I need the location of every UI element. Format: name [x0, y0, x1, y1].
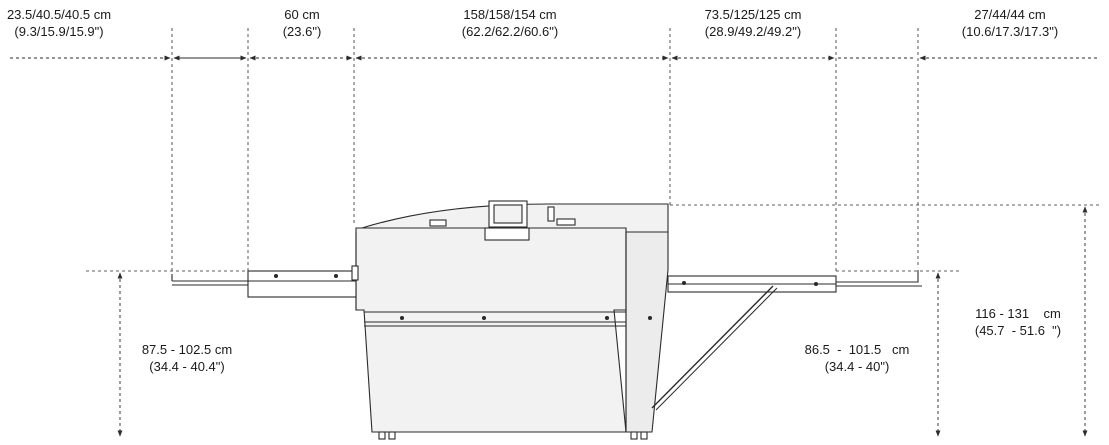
dim-imperial: (10.6/17.3/17.3")	[961, 24, 1059, 39]
dim-label-outfeed-tray: 60 cm (23.6")	[250, 6, 354, 40]
dim-metric: 87.5 - 102.5 cm	[141, 342, 233, 357]
dim-metric: 73.5/125/125 cm	[704, 7, 802, 22]
right-tray	[651, 270, 922, 411]
dim-label-right-height: 86.5 - 101.5 cm (34.4 - 40")	[782, 341, 932, 375]
left-tray	[171, 265, 359, 298]
dim-metric: 27/44/44 cm	[974, 7, 1046, 22]
dim-label-infeed-extension: 27/44/44 cm (10.6/17.3/17.3")	[926, 6, 1094, 40]
dim-metric: 158/158/154 cm	[463, 7, 557, 22]
dim-metric: 86.5 - 101.5 cm	[804, 342, 910, 357]
dim-imperial: (34.4 - 40")	[824, 359, 890, 374]
machine-body	[355, 200, 669, 440]
dim-label-infeed-tray: 73.5/125/125 cm (28.9/49.2/49.2")	[678, 6, 828, 40]
dim-imperial: (34.4 - 40.4")	[149, 359, 225, 374]
extension-lines	[86, 28, 1100, 278]
dim-imperial: (23.6")	[282, 24, 322, 39]
dim-metric: 23.5/40.5/40.5 cm	[6, 7, 112, 22]
dim-imperial: (62.2/62.2/60.6")	[461, 24, 559, 39]
dim-label-outfeed-extension: 23.5/40.5/40.5 cm (9.3/15.9/15.9")	[0, 6, 118, 40]
dim-imperial: (28.9/49.2/49.2")	[704, 24, 802, 39]
dim-metric: 60 cm	[284, 7, 320, 22]
dim-metric: 116 - 131 cm	[975, 306, 1061, 321]
dim-label-total-height: 116 - 131 cm (45.7 - 51.6 ")	[954, 305, 1082, 339]
dim-label-machine-length: 158/158/154 cm (62.2/62.2/60.6")	[420, 6, 600, 40]
height-arrows	[117, 206, 1088, 437]
dim-imperial: (9.3/15.9/15.9")	[14, 24, 104, 39]
dim-imperial: (45.7 - 51.6 ")	[974, 323, 1062, 338]
dim-label-left-height: 87.5 - 102.5 cm (34.4 - 40.4")	[122, 341, 252, 375]
